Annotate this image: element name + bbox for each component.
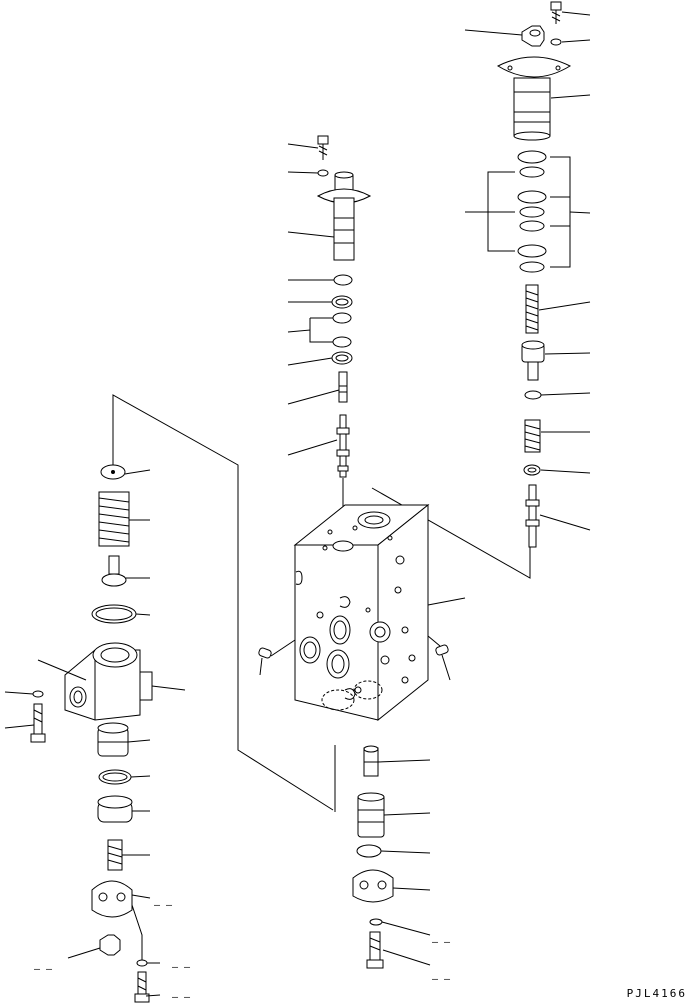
ref-dash-6: – –	[432, 974, 451, 985]
center-stack	[316, 135, 372, 478]
leader-lines	[4, 11, 591, 997]
valve-body	[293, 503, 430, 722]
ref-dash-5: – –	[432, 937, 451, 948]
ref-dash-4: – –	[172, 992, 191, 1003]
bottom-center-stack	[352, 745, 394, 969]
reference-dashes: – – – – – – – – – – – –	[34, 900, 451, 1003]
ref-dash-2: – –	[34, 964, 53, 975]
ref-dash-1: – –	[154, 900, 173, 911]
drawing-code: PJL4166	[626, 987, 687, 1000]
plug-right	[427, 635, 449, 656]
ref-dash-3: – –	[172, 962, 191, 973]
left-stack	[30, 464, 153, 1003]
right-stack	[487, 1, 572, 548]
plug-left	[258, 639, 296, 659]
